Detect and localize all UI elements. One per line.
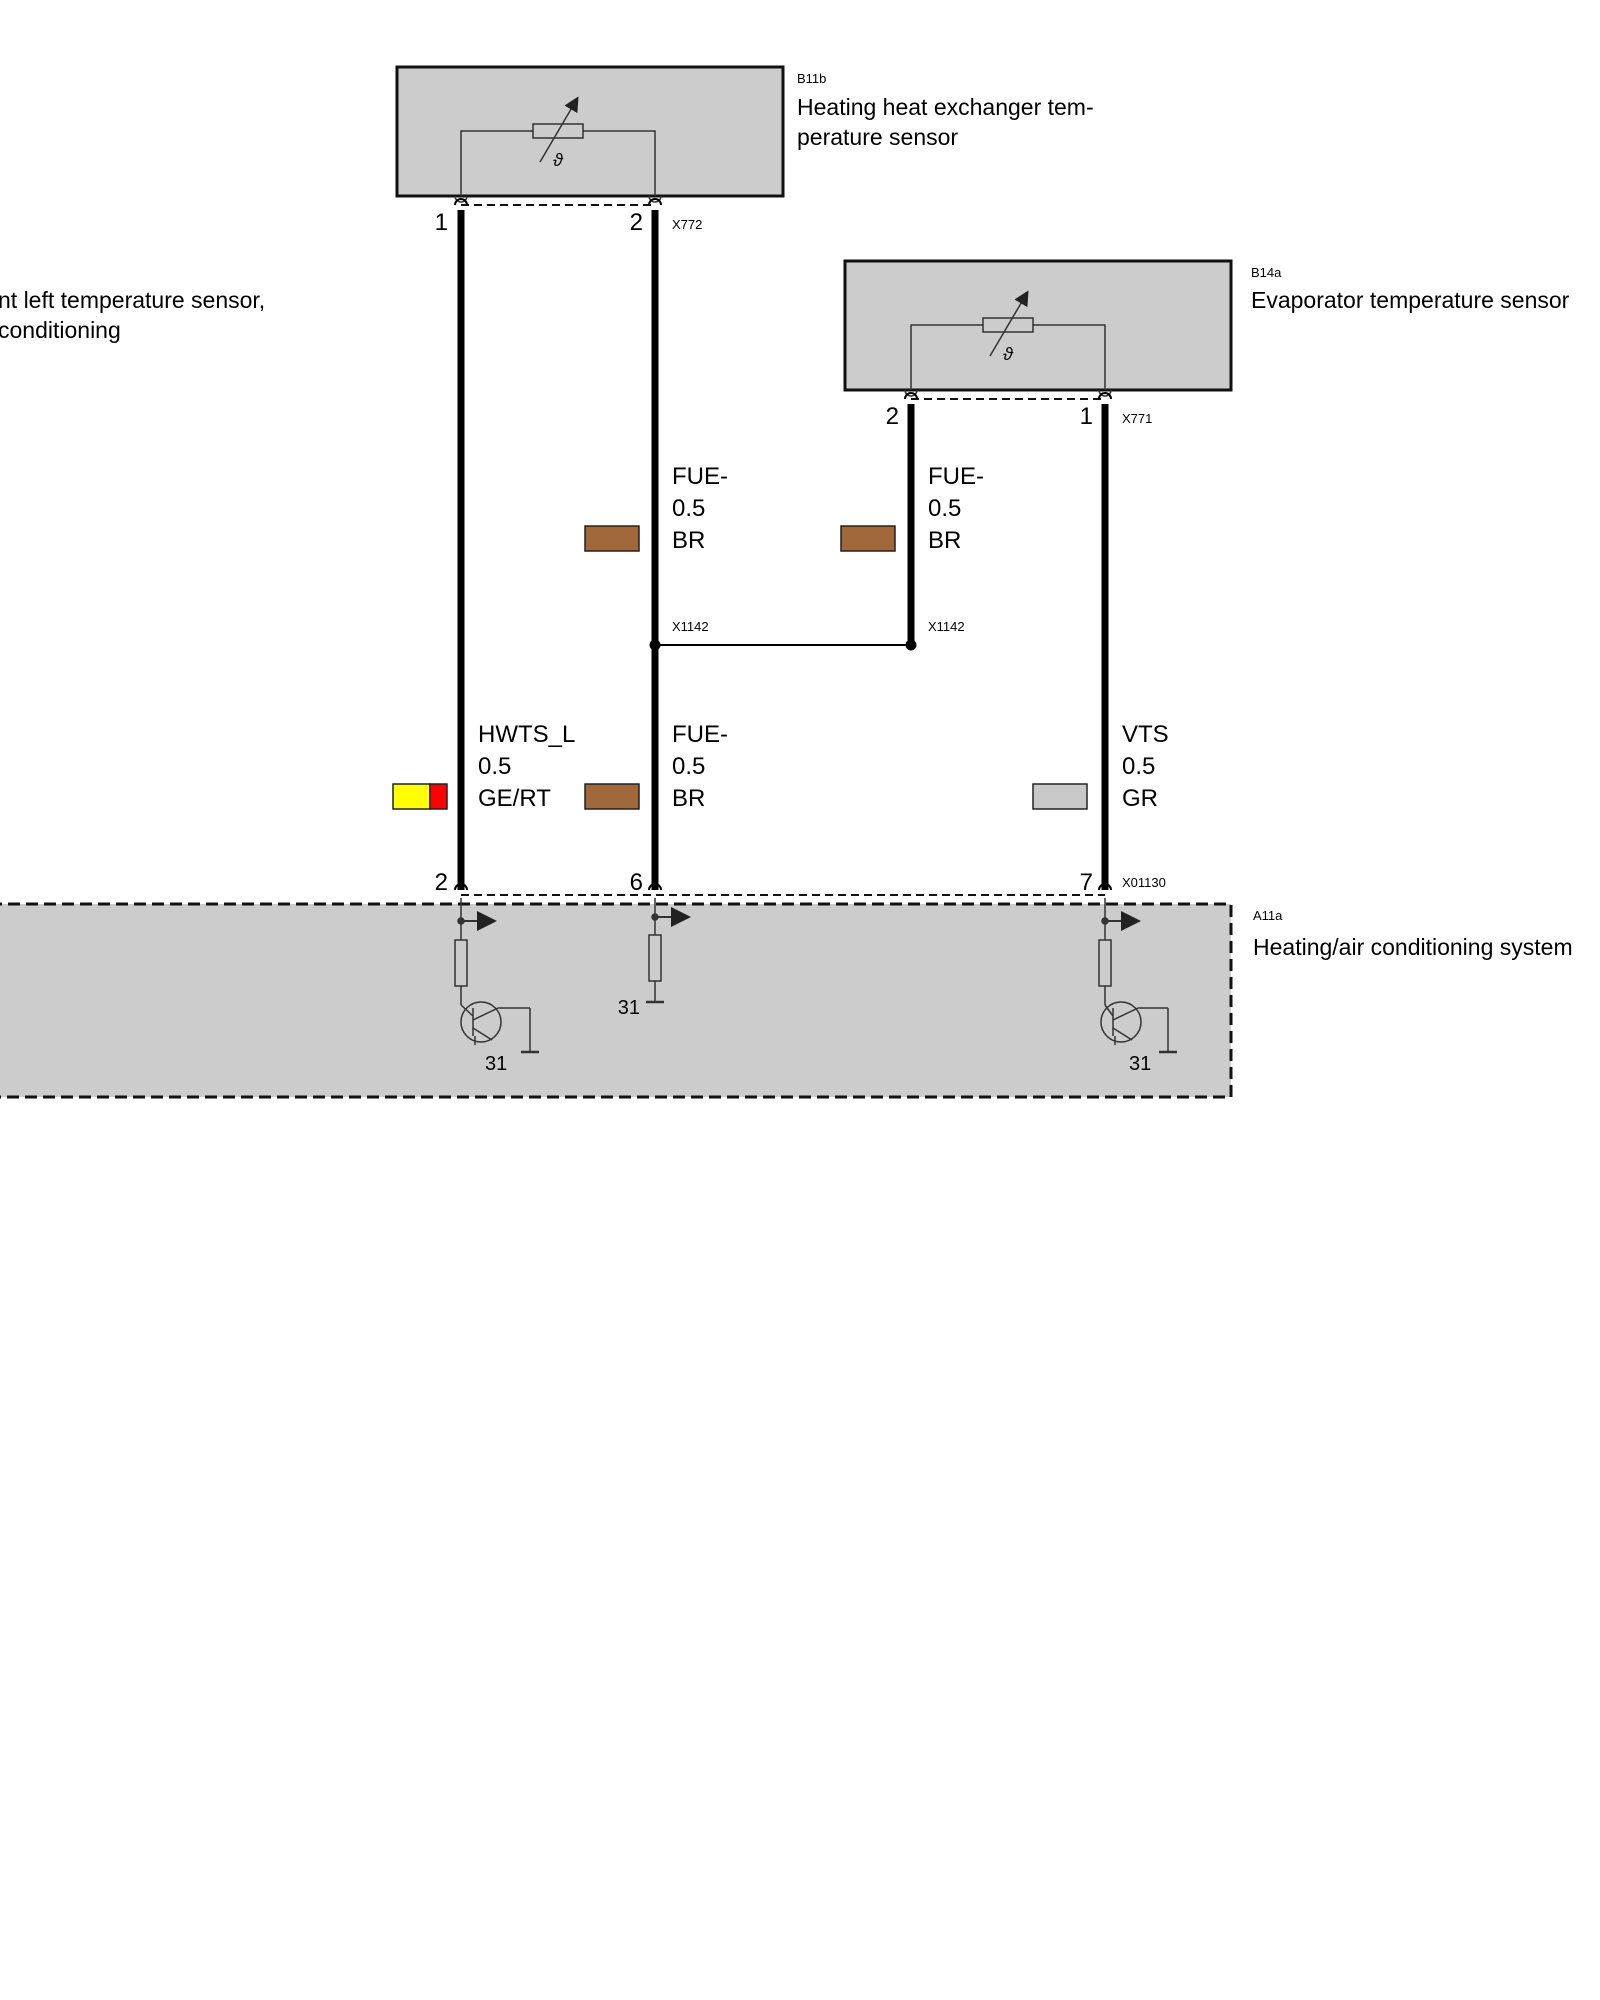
wire-color-swatch-br — [584, 783, 640, 810]
a11a-title: Heating/air conditioning system — [1253, 934, 1573, 960]
b14a-sensor: ϑ — [843, 259, 1233, 397]
wire-color: GR — [1122, 785, 1158, 812]
wire-color-swatch-br — [584, 525, 640, 552]
ground-label: 31 — [618, 997, 640, 1019]
wire-color-swatch-br — [840, 525, 896, 552]
thermistor-symbol: ϑ — [1003, 344, 1014, 364]
splice-dot — [649, 639, 661, 651]
pin-number: 1 — [1080, 403, 1093, 430]
b14a-title: Evaporator temperature sensor — [1251, 287, 1570, 313]
pin-number: 7 — [1080, 869, 1093, 896]
ground-label: 31 — [1129, 1053, 1151, 1075]
offpage-component-title: nt left temperature sensor, — [0, 287, 265, 313]
wire-name: FUE- — [672, 721, 728, 748]
pin-number: 6 — [630, 869, 643, 896]
internal-input-circuit — [454, 898, 539, 1054]
wire-size: 0.5 — [478, 753, 511, 780]
wire-color: BR — [672, 785, 705, 812]
b11b-title: perature sensor — [797, 124, 958, 150]
b14a-code: B14a — [1251, 265, 1282, 280]
offpage-component-title: conditioning — [0, 317, 121, 343]
wire-size: 0.5 — [1122, 753, 1155, 780]
internal-sensor-ground-circuit — [646, 898, 691, 1004]
b11b-title: Heating heat exchanger tem- — [797, 94, 1094, 120]
connector-id: X771 — [1122, 411, 1152, 426]
a11a-code: A11a — [1253, 908, 1283, 923]
wire-color-swatch-ge — [392, 783, 431, 810]
wire-color-swatch-rt — [429, 783, 448, 810]
connector-id: X1142 — [672, 619, 709, 634]
b11b-code: B11b — [797, 71, 826, 86]
connector-id: X01130 — [1122, 875, 1166, 890]
wire-size: 0.5 — [672, 495, 705, 522]
wire-size: 0.5 — [672, 753, 705, 780]
pin-number: 2 — [886, 403, 899, 430]
a11a-control-unit — [0, 902, 1233, 1099]
wire-name: FUE- — [928, 463, 984, 490]
b11b-sensor: ϑ — [395, 65, 785, 203]
internal-input-circuit — [1098, 898, 1177, 1054]
wire-color: GE/RT — [478, 785, 551, 812]
wire-color: BR — [672, 527, 705, 554]
wire-name: FUE- — [672, 463, 728, 490]
wire-color: BR — [928, 527, 961, 554]
pin-number: 2 — [630, 209, 643, 236]
wire-name: HWTS_L — [478, 721, 575, 748]
ground-label: 31 — [485, 1053, 507, 1075]
connector-id: X772 — [672, 217, 702, 232]
pin-number: 1 — [435, 209, 448, 236]
connector-id: X1142 — [928, 619, 965, 634]
wire-name: VTS — [1122, 721, 1169, 748]
wire-color-swatch-gr — [1032, 783, 1088, 810]
pin-number: 2 — [435, 869, 448, 896]
splice-dot — [905, 639, 917, 651]
wire-size: 0.5 — [928, 495, 961, 522]
thermistor-symbol: ϑ — [553, 150, 564, 170]
